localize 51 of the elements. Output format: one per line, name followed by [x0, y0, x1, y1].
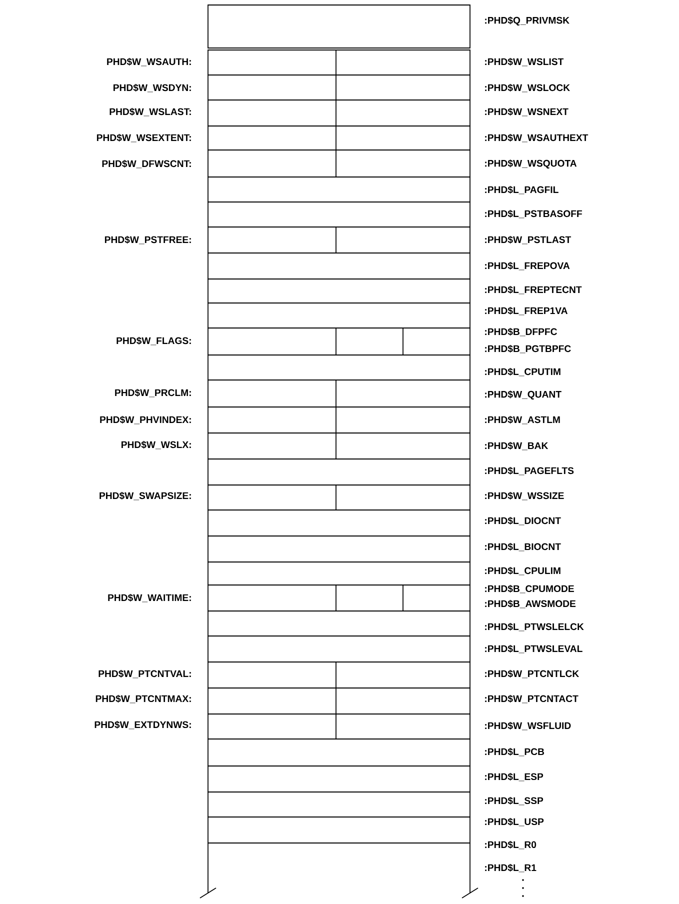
field-name: :PHD$W_PTCNTLCK [485, 670, 580, 678]
field-name: :PHD$L_BIOCNT [485, 542, 561, 552]
field-name: PHD$W_WSLAST: [110, 108, 191, 116]
field-name: :PHD$L_PTWSLEVAL [485, 644, 582, 654]
field-name: :PHD$L_R1 [485, 864, 536, 872]
field-name: PHD$W_PSTFREE: [104, 236, 191, 244]
field-name: :PHD$W_WSLIST [485, 58, 564, 66]
field-name: :PHD$L_R0 [485, 840, 536, 850]
field-name: PHD$W_FLAGS: [116, 336, 191, 346]
field-name: :PHD$W_PTCNTACT [485, 694, 578, 704]
field-name: :PHD$L_DIOCNT [485, 516, 561, 526]
field-name: :PHD$L_FREPTECNT [485, 286, 582, 294]
field-name: :PHD$L_PSTBASOFF [485, 210, 582, 218]
field-name: :PHD$B_AWSMODE [485, 600, 576, 608]
field-name: PHD$W_PRCLM: [115, 388, 191, 398]
field-name: :PHD$W_BAK [485, 442, 548, 450]
field-name: PHD$W_WAITIME: [108, 594, 191, 602]
field-name: :PHD$L_PCB [485, 748, 544, 756]
field-name: PHD$W_DFWSCNT: [102, 160, 191, 168]
field-name: :PHD$W_WSAUTHEXT [485, 134, 588, 142]
field-name: :PHD$W_ASTLM [485, 416, 560, 424]
field-name: :PHD$Q_PRIVMSK [485, 16, 570, 26]
field-name: :PHD$W_WSSIZE [485, 492, 564, 500]
field-name: PHD$W_WSDYN: [114, 84, 191, 92]
field-name: PHD$W_WSAUTH: [107, 58, 191, 66]
field-name: PHD$W_WSLX: [122, 440, 191, 450]
field-name: PHD$W_WSEXTENT: [96, 134, 191, 142]
field-name: :PHD$L_ESP [485, 772, 544, 782]
field-name: :PHD$W_WSLOCK [485, 84, 570, 92]
field-name: :PHD$L_SSP [485, 796, 544, 806]
field-name: :PHD$L_USP [485, 818, 544, 826]
field-name: :PHD$L_PTWSLELCK [485, 622, 584, 632]
field-name: :PHD$L_FREP1VA [485, 306, 568, 316]
field-name: :PHD$W_WSQUOTA [485, 160, 577, 168]
field-name: :PHD$L_PAGEFLTS [485, 466, 574, 476]
field-name: :PHD$W_WSFLUID [485, 722, 571, 730]
field-name: :PHD$L_PAGFIL [485, 186, 558, 194]
field-name: :PHD$W_QUANT [485, 390, 562, 400]
field-name: PHD$W_EXTDYNWS: [94, 720, 191, 730]
field-name: :PHD$B_PGTBPFC [485, 344, 571, 354]
field-name: :PHD$W_PSTLAST [485, 236, 572, 244]
field-name: :PHD$L_CPULIM [485, 566, 560, 576]
field-name: PHD$W_SWAPSIZE: [100, 492, 191, 500]
field-name: PHD$W_PHVINDEX: [100, 416, 191, 424]
field-name: :PHD$L_CPUTIM [485, 368, 560, 376]
field-name: :PHD$L_FREPOVA [485, 262, 570, 270]
field-name: :PHD$B_DFPFC [485, 328, 557, 336]
field-name: PHD$W_PTCNTMAX: [96, 694, 191, 704]
field-name: PHD$W_PTCNTVAL: [98, 670, 191, 678]
field-name: :PHD$W_WSNEXT [485, 108, 568, 116]
field-name: :PHD$B_CPUMODE [485, 584, 574, 594]
